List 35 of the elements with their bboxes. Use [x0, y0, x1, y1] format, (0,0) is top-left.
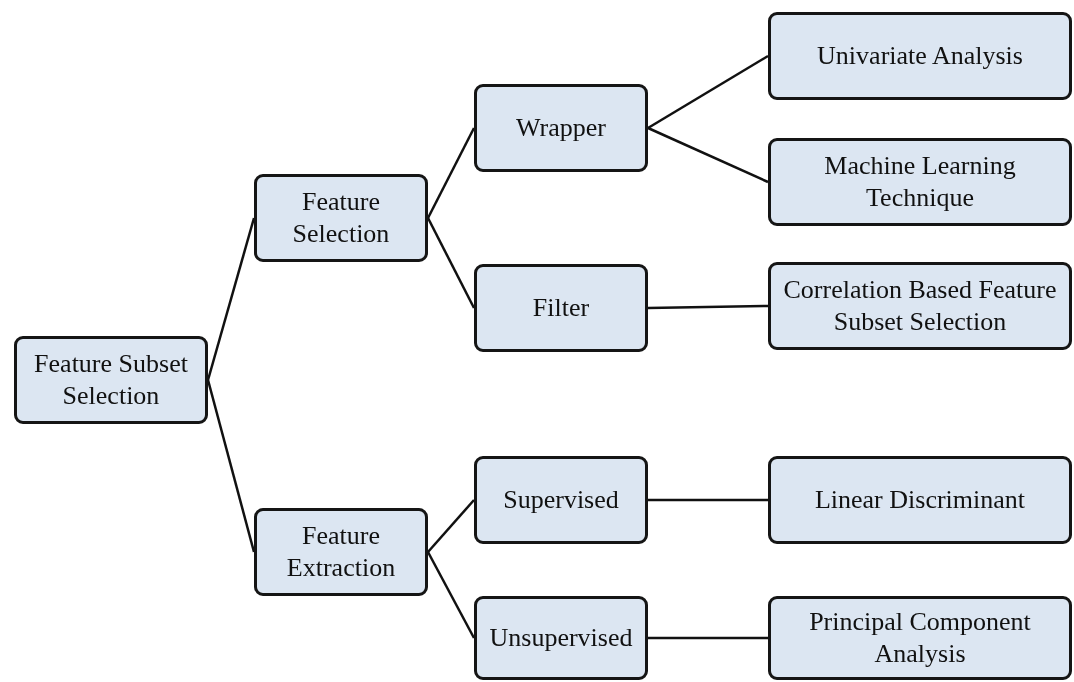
connector-line [647, 54, 769, 130]
node-label: Unsupervised [488, 622, 634, 654]
node-label: Machine Learning Technique [823, 150, 1017, 214]
process-box [474, 264, 648, 352]
process-box [768, 138, 1072, 226]
node-label: Univariate Analysis [816, 40, 1024, 72]
connector-line [206, 217, 256, 381]
connector-line [206, 379, 256, 553]
process-box [768, 262, 1072, 350]
connector-line [427, 499, 475, 553]
connector-line [426, 127, 476, 219]
node-label: Wrapper [515, 112, 607, 144]
connector-line [647, 304, 769, 310]
node-label: Linear Discriminant [813, 484, 1027, 516]
connector-line [426, 217, 476, 309]
node-label: Filter [531, 292, 591, 324]
process-box [768, 456, 1072, 544]
connector-line [647, 126, 769, 184]
connector-line [426, 551, 476, 639]
process-box [474, 84, 648, 172]
node-label: Feature Subset Selection [33, 348, 189, 412]
node-label: Principal Component Analysis [808, 606, 1032, 670]
node-label: Feature Extraction [285, 520, 397, 584]
process-box [254, 508, 428, 596]
process-box [474, 456, 648, 544]
process-box [768, 596, 1072, 680]
node-label: Supervised [502, 484, 620, 516]
node-label: Correlation Based Feature Subset Selection [782, 274, 1058, 338]
connector-line [648, 636, 768, 640]
process-box [14, 336, 208, 424]
process-box [254, 174, 428, 262]
process-box [474, 596, 648, 680]
process-box [768, 12, 1072, 100]
node-label: Feature Selection [291, 186, 391, 250]
connector-line [648, 498, 768, 502]
